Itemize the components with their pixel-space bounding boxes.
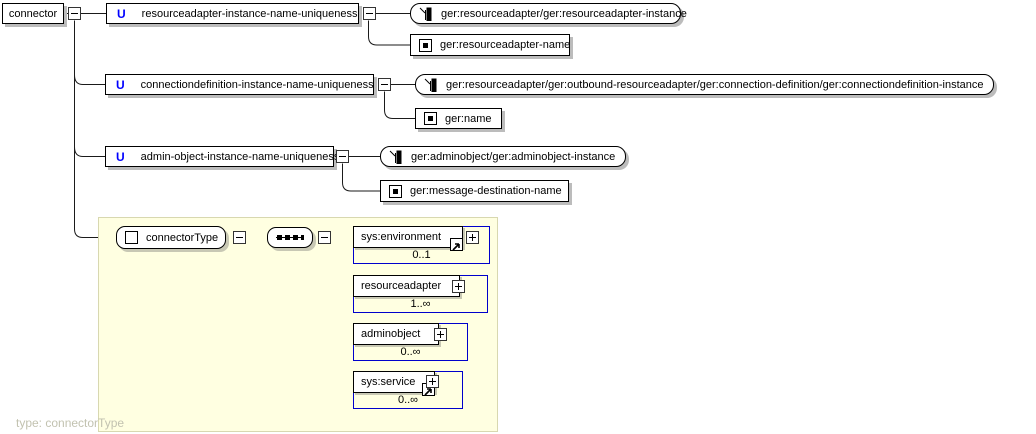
element-sys-service[interactable]: sys:service 0..∞ [353, 371, 463, 409]
selector-icon [424, 78, 437, 92]
expand-toggle[interactable] [426, 375, 439, 388]
field-xpath: ger:message-destination-name [410, 185, 562, 197]
field-box[interactable]: ger:message-destination-name [380, 180, 569, 202]
field-icon [389, 184, 402, 198]
expand-toggle[interactable] [434, 328, 447, 341]
selector-icon [419, 7, 432, 21]
cardinality-label: 0..∞ [397, 394, 419, 406]
sequence-collapse-toggle[interactable] [318, 231, 331, 244]
root-element-box[interactable]: connector [2, 3, 64, 24]
selector-box[interactable]: ger:adminobject/ger:adminobject-instance [380, 146, 626, 167]
unique-icon: U [117, 6, 126, 21]
cardinality-label: 0..∞ [400, 346, 421, 358]
element-name-box[interactable]: resourceadapter [353, 275, 460, 297]
expand-toggle[interactable] [466, 231, 479, 244]
constraint2-collapse-toggle[interactable] [378, 78, 391, 91]
cardinality-label: 1..∞ [410, 298, 431, 310]
expand-toggle[interactable] [452, 280, 465, 293]
type-collapse-toggle[interactable] [233, 231, 246, 244]
type-footer-label: type: connectorType [16, 416, 125, 430]
field-xpath: ger:resourceadapter-name [440, 39, 571, 51]
element-reference-icon [422, 383, 435, 396]
unique-constraint-label: connectiondefinition-instance-name-uniqu… [140, 78, 374, 91]
unique-constraint-label: resourceadapter-instance-name-uniqueness [141, 7, 358, 20]
field-icon [419, 38, 432, 52]
constraint3-collapse-toggle[interactable] [336, 150, 349, 163]
unique-constraint-box[interactable]: U admin-object-instance-name-uniqueness [105, 146, 339, 167]
element-sys-environment[interactable]: sys:environment 0..1 [353, 226, 490, 264]
complex-type-icon [125, 231, 138, 244]
unique-constraint-box[interactable]: U resourceadapter-instance-name-uniquene… [106, 3, 359, 24]
element-adminobject[interactable]: adminobject 0..∞ [353, 323, 468, 361]
element-label: sys:service [361, 376, 416, 388]
unique-icon: U [116, 149, 125, 164]
element-label: resourceadapter [361, 280, 442, 292]
unique-icon: U [116, 77, 125, 92]
selector-xpath: ger:adminobject/ger:adminobject-instance [411, 150, 616, 163]
field-xpath: ger:name [445, 112, 492, 125]
complex-type-label: connectorType [146, 231, 219, 244]
field-icon [424, 112, 437, 125]
selector-xpath: ger:resourceadapter/ger:outbound-resourc… [446, 78, 984, 91]
field-box[interactable]: ger:resourceadapter-name [410, 34, 570, 56]
unique-constraint-label: admin-object-instance-name-uniqueness [140, 150, 340, 163]
selector-box[interactable]: ger:resourceadapter/ger:resourceadapter-… [410, 3, 687, 24]
selector-box[interactable]: ger:resourceadapter/ger:outbound-resourc… [415, 74, 994, 95]
element-name-box[interactable]: sys:environment [353, 226, 463, 248]
constraint1-collapse-toggle[interactable] [363, 7, 376, 20]
element-reference-icon [450, 238, 463, 251]
sequence-compositor-box[interactable] [267, 227, 313, 248]
selector-xpath: ger:resourceadapter/ger:resourceadapter-… [441, 7, 687, 20]
sequence-icon [276, 235, 304, 240]
selector-icon [389, 150, 402, 164]
element-label: adminobject [361, 328, 421, 340]
field-box[interactable]: ger:name [415, 108, 502, 129]
element-resourceadapter[interactable]: resourceadapter 1..∞ [353, 275, 488, 313]
cardinality-label: 0..1 [412, 249, 431, 261]
root-element-label: connector [8, 7, 58, 20]
complex-type-box[interactable]: connectorType [116, 226, 226, 249]
element-label: sys:environment [361, 231, 442, 243]
unique-constraint-box[interactable]: U connectiondefinition-instance-name-uni… [105, 74, 374, 95]
element-name-box[interactable]: adminobject [353, 323, 439, 345]
root-collapse-toggle[interactable] [68, 7, 81, 20]
element-name-box[interactable]: sys:service [353, 371, 435, 393]
